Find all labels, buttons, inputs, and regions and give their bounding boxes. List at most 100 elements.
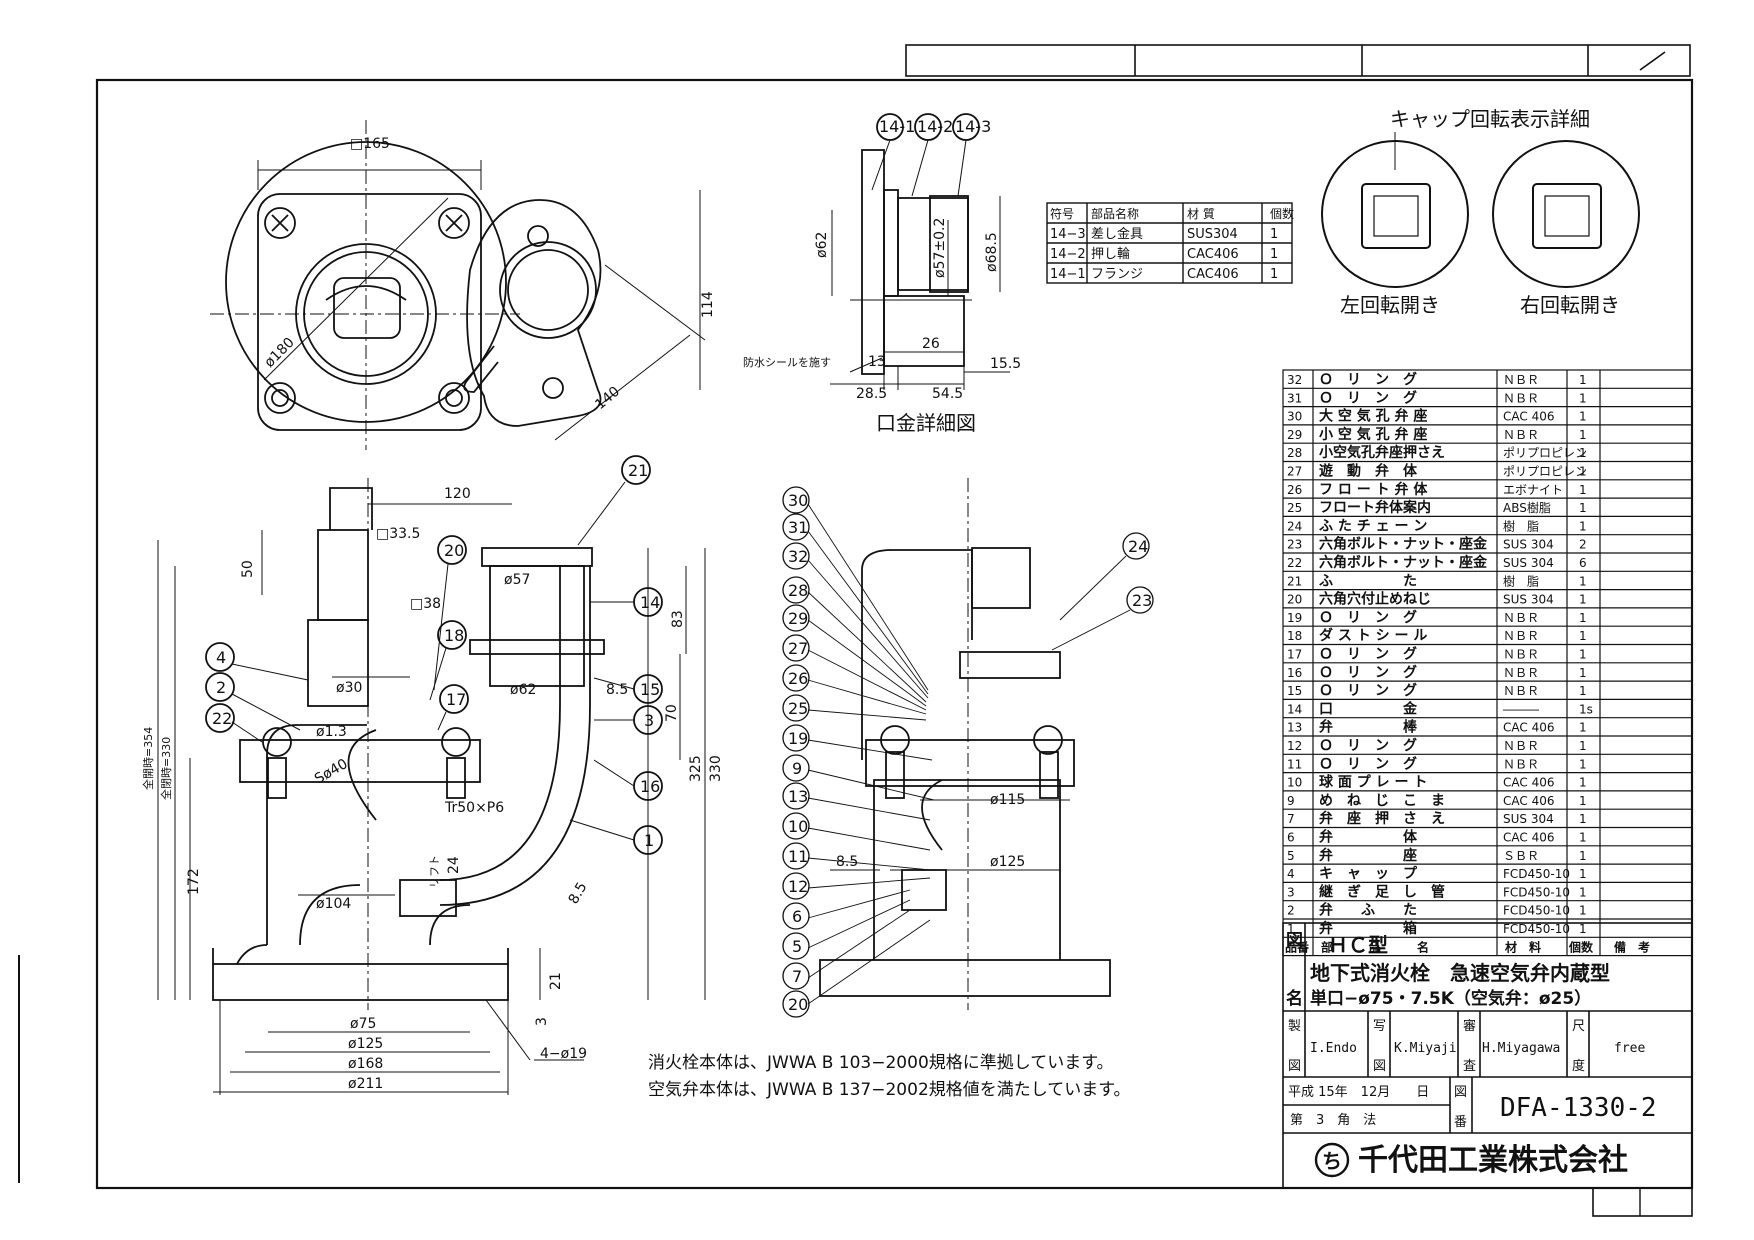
mouth-table-header: 符号 <box>1050 206 1074 221</box>
dim-main-d57: ø57 <box>504 572 530 588</box>
mouth-table-header: 部品名称 <box>1091 206 1139 221</box>
balloon-24: 24 <box>1128 537 1148 556</box>
main-section-view <box>157 455 706 1095</box>
balloon-31: 31 <box>788 518 808 537</box>
dim-mouth-d685: ø68.5 <box>984 232 1000 272</box>
projection-method: 第 3 角 法 <box>1290 1113 1376 1128</box>
drawing-frame <box>95 78 1694 1190</box>
parts-list-cell: 1 <box>1579 812 1587 826</box>
parts-list-cell: SUS 304 <box>1503 556 1554 570</box>
dim-main-d168: ø168 <box>348 1056 383 1072</box>
parts-list-cell: 27 <box>1287 465 1302 479</box>
parts-list-cell: CAC 406 <box>1503 831 1554 845</box>
tb-zuban-1: 図 <box>1454 1085 1467 1100</box>
dim-mouth-d545: 54.5 <box>932 386 963 402</box>
parts-list-cell: ＮＢＲ <box>1503 428 1539 442</box>
parts-list-cell: 1 <box>1579 721 1587 735</box>
dim-main-lift: リフト <box>428 855 441 888</box>
parts-list-cell: 1 <box>1579 483 1587 497</box>
tb-sha-zu: 図 <box>1373 1059 1386 1074</box>
dim-main-d13: ø1.3 <box>316 724 347 740</box>
parts-list-cell: 13 <box>1287 721 1302 735</box>
parts-list-cell: 1 <box>1579 776 1587 790</box>
mouth-table-cell: 14−1 <box>1050 267 1086 282</box>
parts-list-cell: ふ た <box>1319 573 1417 589</box>
parts-list-cell: 弁 棒 <box>1319 719 1418 736</box>
parts-list-cell: ふ た チ ェ ー ン <box>1319 518 1427 534</box>
top-view <box>210 120 706 450</box>
parts-list-cell: 1s <box>1579 702 1593 716</box>
parts-list-cell: 樹 脂 <box>1503 518 1539 533</box>
cap-rotation-detail <box>1321 132 1640 288</box>
parts-list-cell: 31 <box>1287 391 1302 405</box>
parts-list-cell: ――― <box>1503 702 1539 716</box>
balloon-16: 16 <box>640 777 660 796</box>
mouth-table-cell: 差し金具 <box>1091 226 1143 242</box>
drawing-name-2: 単口−ø75・7.5K（空気弁：ø25） <box>1310 988 1591 1009</box>
parts-list-cell: 1 <box>1579 904 1587 918</box>
parts-list-cell: 口 金 <box>1319 700 1418 717</box>
parts-list-cell: 弁 体 <box>1319 829 1418 846</box>
mouth-table-header: 材 質 <box>1187 206 1215 221</box>
dim-section-d115: ø115 <box>990 792 1025 808</box>
note-airvalve-standard: 空気弁本体は、JWWA B 137−2002規格値を満たしています。 <box>648 1080 1131 1100</box>
mouth-detail-view <box>830 113 1010 390</box>
parts-list-cell: 1 <box>1579 629 1587 643</box>
balloon-5: 5 <box>792 937 802 956</box>
parts-list-cell: 24 <box>1287 519 1302 533</box>
balloon-10: 10 <box>788 817 808 836</box>
parts-list-header: 部 品 名 <box>1321 939 1429 954</box>
dim-main-d330: 330 <box>708 755 724 782</box>
parts-list-cell: 1 <box>1579 684 1587 698</box>
parts-list-cell: 小空気孔弁座押さえ <box>1319 444 1445 461</box>
parts-list-cell: 1 <box>1579 831 1587 845</box>
scale-value: free <box>1614 1041 1645 1056</box>
parts-list-cell: 21 <box>1287 574 1302 588</box>
parts-list-cell: 26 <box>1287 483 1302 497</box>
parts-list-cell: Ｏ リ ン グ <box>1319 371 1417 388</box>
mouth-parts-table-grid <box>1046 202 1293 284</box>
parts-list-cell: 1 <box>1579 446 1587 460</box>
balloon-6: 6 <box>792 907 802 926</box>
parts-list-cell: 1 <box>1579 867 1587 881</box>
balloon-21: 21 <box>628 461 648 480</box>
mouth-table-cell: 1 <box>1270 267 1278 282</box>
mouth-table-cell: 1 <box>1270 247 1278 262</box>
parts-list-cell: 1 <box>1579 428 1587 442</box>
drawing-date: 平成 15年 12月 日 <box>1288 1085 1429 1100</box>
parts-list-cell: SUS 304 <box>1503 538 1554 552</box>
parts-list-cell: 17 <box>1287 648 1302 662</box>
tb-sha: 写 <box>1373 1019 1386 1034</box>
note-hydrant-standard: 消火栓本体は、JWWA B 103−2000規格に準拠しています。 <box>648 1053 1114 1073</box>
parts-list-cell: 1 <box>1579 391 1587 405</box>
tb-mei: 名 <box>1286 988 1303 1009</box>
balloon-28: 28 <box>788 581 808 600</box>
tb-shin: 審 <box>1463 1019 1476 1034</box>
balloon-11: 11 <box>788 847 808 866</box>
parts-list-cell: フ ロ ー ト 弁 体 <box>1319 481 1428 498</box>
parts-list-cell: Ｏ リ ン グ <box>1319 755 1417 772</box>
title-block-grid <box>1282 922 1693 1189</box>
dim-main-d120: 120 <box>444 486 471 502</box>
dim-mouth-d57: ø57±0.2 <box>932 218 948 278</box>
parts-list-cell: Ｏ リ ン グ <box>1319 389 1417 406</box>
mouth-table-cell: 14−2 <box>1050 247 1086 262</box>
parts-list-cell: FCD450-10 <box>1503 867 1570 881</box>
tb-sei-zu: 図 <box>1288 1059 1301 1074</box>
parts-list-cell: 20 <box>1287 593 1302 607</box>
drawing-type: ＨＣ型 <box>1328 933 1388 957</box>
parts-list-cell: 29 <box>1287 428 1302 442</box>
balloon-26: 26 <box>788 669 808 688</box>
parts-list-cell: 1 <box>1579 373 1587 387</box>
parts-list-cell: 1 <box>1579 648 1587 662</box>
parts-list-cell: ポリプロピレン <box>1503 446 1587 460</box>
dim-main-d85b: 8.5 <box>606 682 628 698</box>
parts-list-cell: ABS樹脂 <box>1503 500 1551 515</box>
parts-list-cell: ＮＢＲ <box>1503 611 1539 625</box>
dim-main-total330: 全閉時=330 <box>159 737 173 800</box>
right-open-label: 右回転開き <box>1520 293 1620 317</box>
dim-main-d50: 50 <box>240 560 256 578</box>
balloon-2: 2 <box>216 678 226 697</box>
parts-list-cell: 1 <box>1579 885 1587 899</box>
